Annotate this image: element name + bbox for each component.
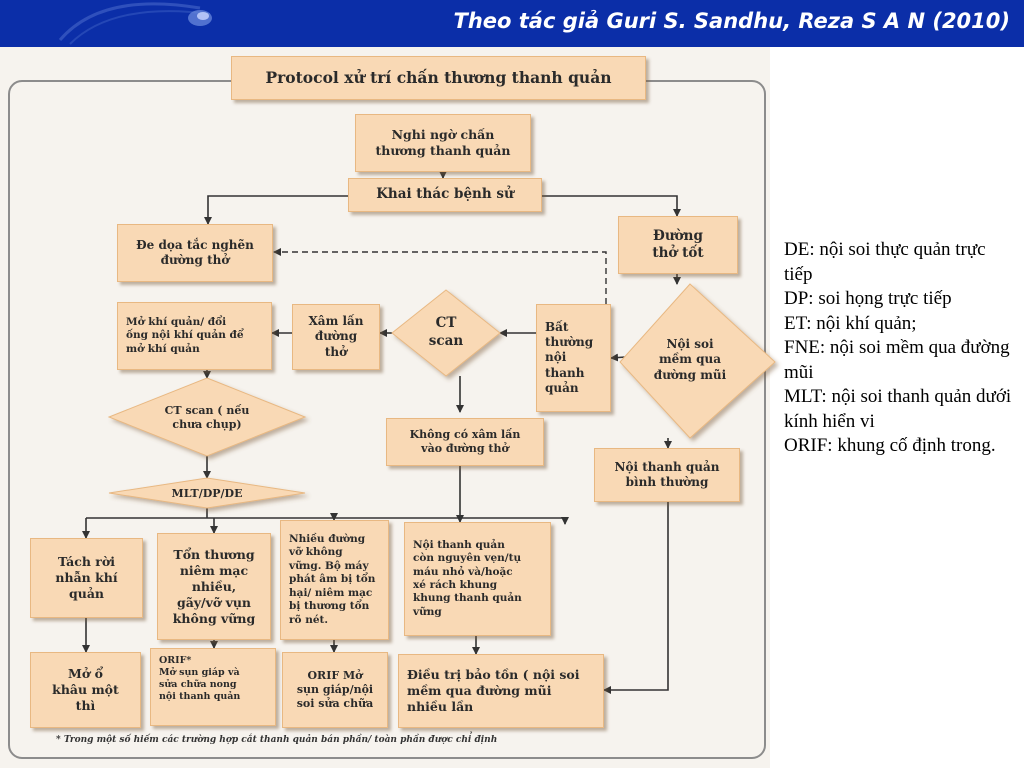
label-mlt-dp-de: MLT/DP/DE (171, 486, 243, 500)
legend-item-orif: ORIF: khung cố định trong. (784, 435, 996, 456)
link-history-airway-threat (204, 195, 348, 225)
node-orif-repair: ORIF Mở sụn giáp/nội soi sửa chữa (282, 652, 388, 728)
link-abnormal-airway-threat-dashed (273, 248, 607, 304)
node-normal-larynx: Nội thanh quản bình thường (594, 448, 740, 502)
ct-scan-diamond (391, 289, 501, 377)
legend-item-de: DE: nội soi thực quản trực tiếp (784, 239, 986, 285)
diagram-footnote: * Trong một số hiếm các trường hợp cắt t… (56, 735, 498, 745)
legend-item-fne: FNE: nội soi mềm qua đường mũi (784, 337, 1010, 383)
node-history: Khai thác bệnh sử (348, 178, 542, 212)
abbreviation-legend: DE: nội soi thực quản trực tiếp DP: soi … (784, 238, 1016, 459)
node-no-invasion: Không có xâm lấn vào đường thở (386, 418, 544, 466)
header-title: Theo tác giả Guri S. Sandhu, Reza S A N … (453, 9, 1010, 33)
node-airway-invasion: Xâm lấn đường thở (292, 304, 380, 370)
slide-header: Theo tác giả Guri S. Sandhu, Reza S A N … (0, 0, 1024, 47)
node-orif-stent: ORIF* Mở sụn giáp và sửa chữa nong nội t… (150, 648, 276, 726)
diagram-title: Protocol xử trí chấn thương thanh quản (231, 56, 646, 100)
link-mlt-branches (86, 508, 565, 519)
node-good-airway: Đường thở tốt (618, 216, 738, 274)
link-history-good-airway (542, 195, 681, 217)
node-intact-larynx: Nội thanh quản còn nguyên vẹn/tụ máu nhỏ… (404, 522, 551, 636)
node-airway-threat: Đe dọa tắc nghẽn đường thở (117, 224, 273, 282)
label-ct-if-not-done: CT scan ( nếu chưa chụp) (164, 403, 250, 431)
legend-item-et: ET: nội khí quản; (784, 312, 917, 334)
node-unstable-airway: Nhiều đường vỡ không vững. Bộ máy phát â… (280, 520, 389, 640)
node-trach: Mở khí quản/ đổi ống nội khí quản để mở … (117, 302, 272, 370)
header-swoosh-decoration (58, 2, 212, 45)
link-normal-conservative (603, 502, 669, 694)
label-ct-scan: CT scan (428, 315, 464, 349)
mlt-dp-de-diamond (108, 477, 306, 509)
fne-diamond (619, 283, 776, 439)
legend-item-mlt: MLT: nội soi thanh quản dưới kính hiển v… (784, 386, 1012, 432)
node-abnormal-larynx: Bất thường nội thanh quản (536, 304, 611, 412)
node-conservative: Điều trị bảo tồn ( nội soi mềm qua đường… (398, 654, 604, 728)
node-separation: Tách rời nhẫn khí quản (30, 538, 143, 618)
node-mucosal-injury: Tổn thương niêm mạc nhiều, gãy/vỡ vụn kh… (157, 533, 271, 640)
ct-if-not-done-diamond (107, 377, 307, 457)
node-open-surgery: Mở ổ khâu một thì (30, 652, 141, 728)
legend-item-dp: DP: soi họng trực tiếp (784, 288, 952, 309)
label-fne: Nội soi mềm qua đường mũi (653, 336, 727, 382)
node-suspect: Nghi ngờ chấn thương thanh quản (355, 114, 531, 172)
